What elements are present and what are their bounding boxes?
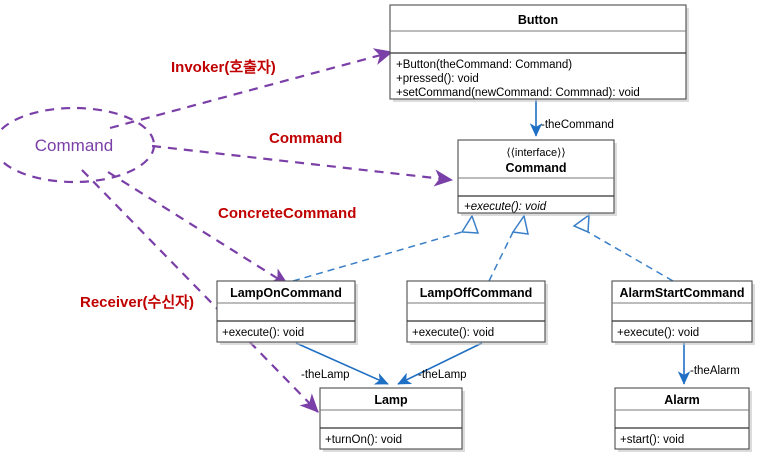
- class-box-button[interactable]: Button +Button(theCommand: Command) +pre…: [389, 4, 689, 102]
- class-name-lamp-on-command: LampOnCommand: [230, 286, 342, 300]
- role-label-the-lamp-left: -theLamp: [301, 369, 350, 381]
- annotation-invoker: Invoker(호출자): [171, 59, 276, 76]
- command-note-label: Command: [35, 136, 113, 155]
- class-name-alarm: Alarm: [664, 393, 699, 407]
- command-note-ellipse: [0, 106, 156, 184]
- annotation-receiver: Receiver(수신자): [80, 294, 194, 311]
- annotation-concrete-command: ConcreteCommand: [218, 205, 356, 222]
- note-line-command: [151, 144, 454, 187]
- annotation-command: Command: [269, 130, 342, 147]
- class-name-lamp: Lamp: [374, 393, 408, 407]
- class-box-command[interactable]: ⟨⟨interface⟩⟩ Command +execute(): void: [457, 139, 617, 216]
- note-ellipse-group: Command: [0, 106, 156, 184]
- class-operation: +execute(): void: [464, 201, 547, 213]
- class-box-lamp-on-command[interactable]: LampOnCommand +execute(): void: [216, 280, 358, 345]
- class-operation: +start(): void: [620, 434, 684, 446]
- note-line-receiver: [81, 169, 319, 413]
- class-operation: +execute(): void: [617, 327, 699, 339]
- class-box-alarm-start-command[interactable]: AlarmStartCommand +execute(): void: [611, 280, 755, 345]
- class-name-lamp-off-command: LampOffCommand: [420, 286, 533, 300]
- assoc-lampoff-to-lamp: [397, 342, 483, 385]
- class-operation: +execute(): void: [222, 327, 304, 339]
- realization-alarmstart: [572, 213, 674, 282]
- class-name-button: Button: [518, 13, 558, 27]
- note-connectors: [81, 48, 454, 413]
- note-line-concrete-command: [107, 171, 289, 286]
- realization-lampoff: [488, 214, 529, 282]
- assoc-lampon-to-lamp: [295, 342, 389, 385]
- class-operation: +setCommand(newCommand: Commnad): void: [396, 87, 640, 99]
- class-operation: +execute(): void: [412, 327, 494, 339]
- note-line-invoker: [109, 48, 394, 130]
- role-label-the-alarm: -theAlarm: [690, 365, 740, 377]
- realization-lampon: [292, 214, 480, 282]
- class-operation: +turnOn(): void: [325, 434, 402, 446]
- class-operation: +pressed(): void: [396, 73, 479, 85]
- class-name-command: Command: [505, 161, 566, 175]
- class-stereotype-command: ⟨⟨interface⟩⟩: [506, 147, 565, 159]
- role-label-the-command: -theCommand: [541, 119, 614, 131]
- class-box-lamp-off-command[interactable]: LampOffCommand +execute(): void: [406, 280, 548, 345]
- class-operation: +Button(theCommand: Command): [396, 59, 572, 71]
- role-label-the-lamp-right: -theLamp: [418, 369, 467, 381]
- class-name-alarm-start-command: AlarmStartCommand: [619, 286, 744, 300]
- class-box-alarm[interactable]: Alarm +start(): void: [614, 387, 752, 452]
- class-box-lamp[interactable]: Lamp +turnOn(): void: [319, 387, 465, 452]
